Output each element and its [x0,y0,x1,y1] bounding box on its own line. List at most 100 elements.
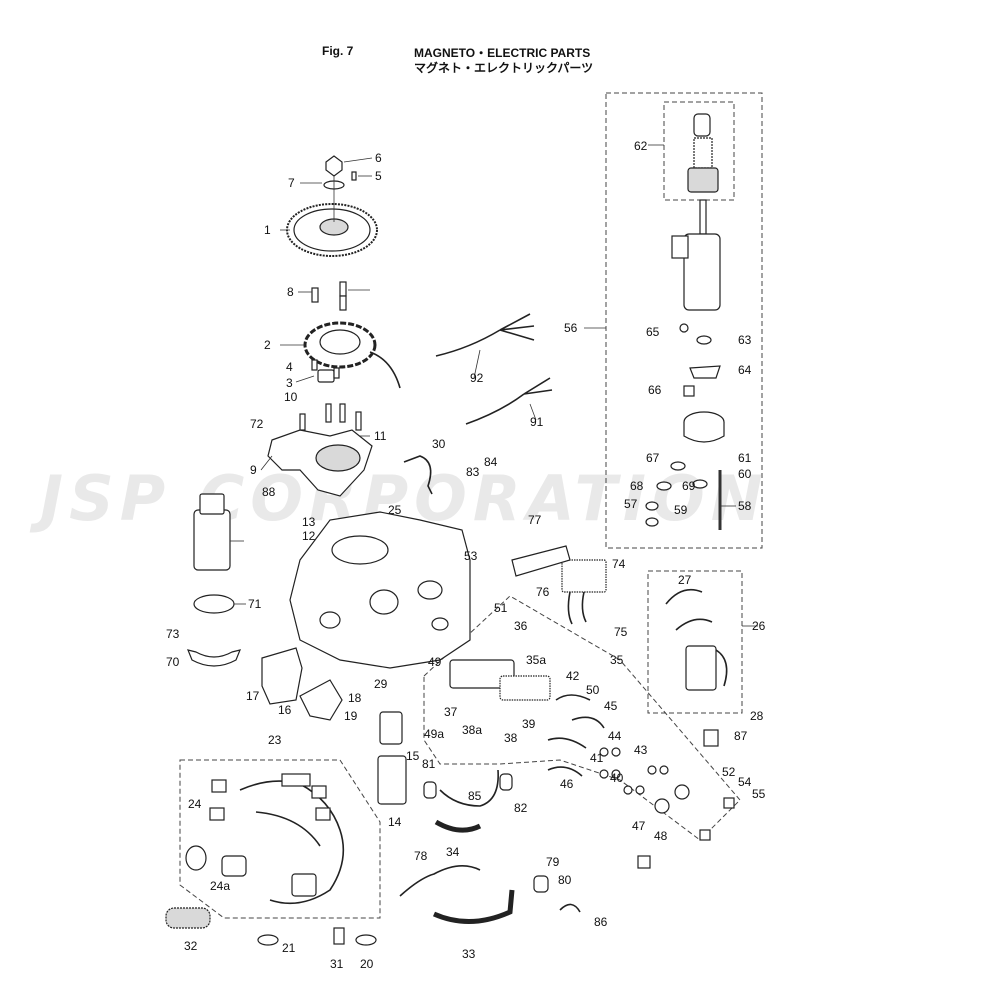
title-japanese: マグネト・エレクトリックパーツ [414,61,594,75]
title-english: MAGNETO・ELECTRIC PARTS [414,46,591,60]
callout-56: 56 [564,321,578,335]
callout-92: 92 [470,371,484,385]
callout-58: 58 [738,499,752,513]
callout-53: 53 [464,549,478,563]
callout-54: 54 [738,775,752,789]
callout-52: 52 [722,765,736,779]
callout-10: 10 [284,390,298,404]
callout-59: 59 [674,503,688,517]
callout-2: 2 [264,338,271,352]
callout-13: 13 [302,515,316,529]
callout-1: 1 [264,223,271,237]
stator-core [319,329,361,355]
callout-45: 45 [604,699,618,713]
callout-87: 87 [734,729,748,743]
callout-49a: 49a [424,727,444,741]
callout-9: 9 [250,463,257,477]
callout-47: 47 [632,819,646,833]
group-frames [179,92,763,919]
loose-parts [165,647,581,946]
callout-14: 14 [388,815,402,829]
ignition-coil-body [685,645,717,691]
callout-39: 39 [522,717,536,731]
flywheel-assembly [286,155,378,257]
callout-63: 63 [738,333,752,347]
callout-82: 82 [514,801,528,815]
pinion-stopper [693,113,711,137]
callout-7: 7 [288,176,295,190]
callout-85: 85 [468,789,482,803]
callout-12: 12 [302,529,316,543]
starter-band [193,594,235,614]
starter-motor-right [645,113,725,530]
callout-27: 27 [678,573,692,587]
cdi-unit-cover [379,711,403,745]
crankcase-boss [369,589,399,615]
callout-36: 36 [514,619,528,633]
callout-26: 26 [752,619,766,633]
callout-86: 86 [594,915,608,929]
callout-43: 43 [634,743,648,757]
callout-73: 73 [166,627,180,641]
callout-17: 17 [246,689,260,703]
callout-38: 38 [504,731,518,745]
pinion-group-frame [663,101,735,201]
corrugated-tube [165,907,211,929]
callout-40: 40 [610,771,624,785]
crankcase-bore [331,535,389,565]
magneto-base [267,403,373,497]
callout-49: 49 [428,655,442,669]
callout-21: 21 [282,941,296,955]
cdi-unit [377,755,407,805]
callout-51: 51 [494,601,508,615]
flywheel-key [351,171,357,181]
callout-50: 50 [586,683,600,697]
callout-24a: 24a [210,879,230,893]
callout-78: 78 [414,849,428,863]
rectifier-body [561,559,607,593]
electrical-box-group-frame [423,595,741,841]
callout-19: 19 [344,709,358,723]
callout-70: 70 [166,655,180,669]
callout-60: 60 [738,467,752,481]
power-head-block [289,511,471,669]
callout-33: 33 [462,947,476,961]
callout-28: 28 [750,709,764,723]
callout-32: 32 [184,939,198,953]
callout-80: 80 [558,873,572,887]
electrical-box-parts [449,659,735,869]
callout-20: 20 [360,957,374,971]
callout-8: 8 [287,285,294,299]
callout-6: 6 [375,151,382,165]
starter-motor-left [187,493,241,667]
callout-68: 68 [630,479,644,493]
callout-64: 64 [738,363,752,377]
callout-48: 48 [654,829,668,843]
stator-screw-left [311,287,319,303]
rectifier-regulator [511,545,607,625]
rectifier-bracket [511,545,571,577]
battery-cables [403,313,553,495]
ignition-coil [665,588,728,691]
callout-55: 55 [752,787,766,801]
callout-3: 3 [286,376,293,390]
figure-label: Fig. 7 [322,44,354,58]
callout-74: 74 [612,557,626,571]
callout-29: 29 [374,677,388,691]
pinion-gear [687,167,719,193]
callout-44: 44 [608,729,622,743]
clamp-21 [257,934,279,946]
wire-harness-group-frame [179,759,381,919]
callout-76: 76 [536,585,550,599]
callout-23: 23 [268,733,282,747]
callout-15: 15 [406,749,420,763]
callout-11: 11 [374,429,387,443]
electrical-bracket [261,647,303,705]
ignition-coil-group-frame [647,570,743,714]
starter-bracket [187,649,241,667]
callout-69: 69 [682,479,696,493]
callout-71: 71 [248,597,262,611]
callout-67: 67 [646,451,660,465]
starter-motor-group-frame [605,92,763,549]
